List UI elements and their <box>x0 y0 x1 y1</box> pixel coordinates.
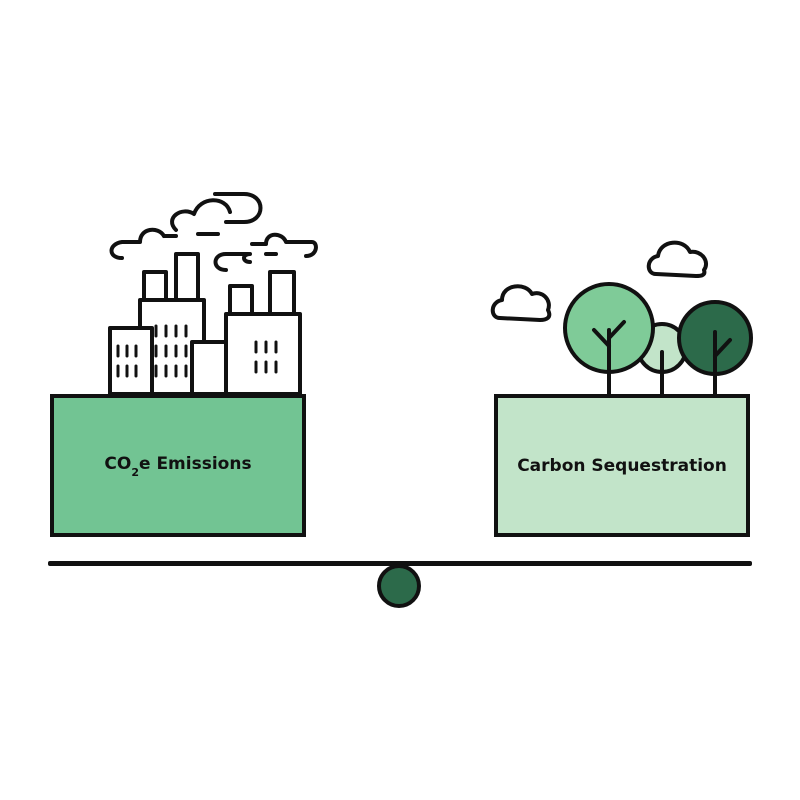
fulcrum <box>377 564 421 608</box>
smoke-icon <box>109 227 166 260</box>
cloud-icon <box>490 284 552 322</box>
co2e-emissions-label: CO2e Emissions <box>104 454 252 479</box>
co2e-emissions-box: CO2e Emissions <box>50 394 306 537</box>
cloud-icon <box>646 240 709 278</box>
balance-beam <box>48 561 752 566</box>
carbon-sequestration-label: Carbon Sequestration <box>517 455 727 476</box>
carbon-sequestration-box: Carbon Sequestration <box>494 394 750 537</box>
